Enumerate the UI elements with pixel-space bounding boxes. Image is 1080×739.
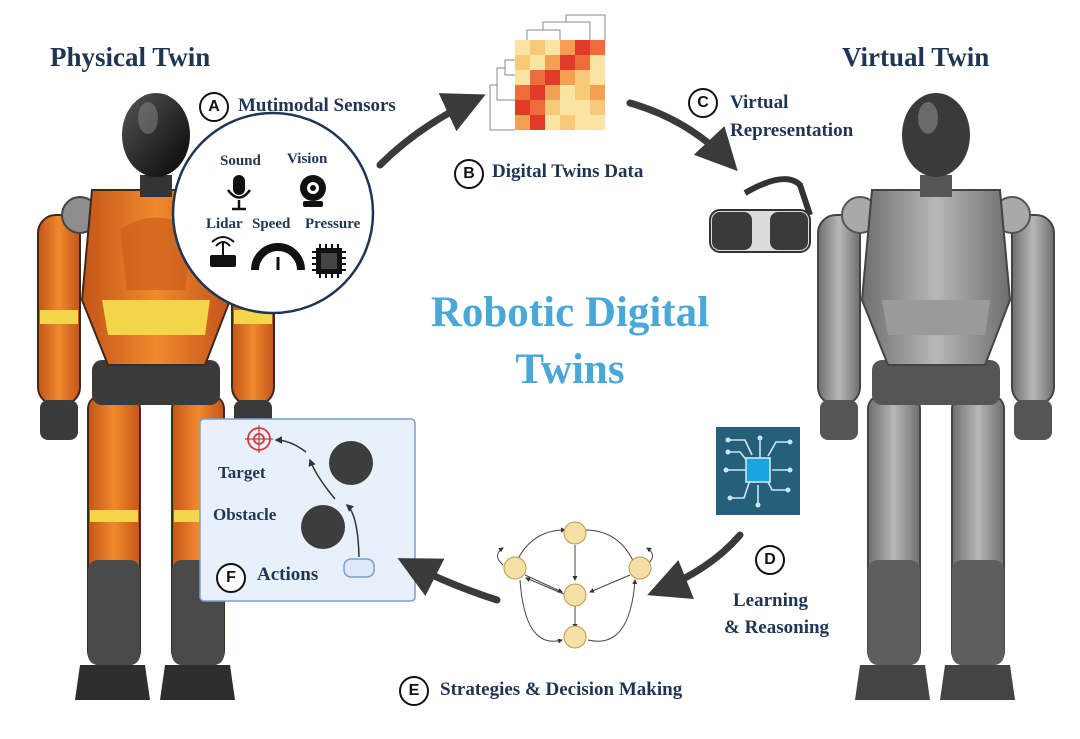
- arrow-b-to-c: [626, 99, 738, 172]
- badge-f: F: [216, 563, 246, 593]
- heatmap-cell: [590, 55, 605, 70]
- badge-d: D: [755, 545, 785, 575]
- ai-chip-icon: [716, 427, 800, 515]
- vr-headset-icon: [709, 176, 813, 253]
- heatmap-cell: [560, 100, 575, 115]
- heatmap-cell: [545, 85, 560, 100]
- physical-twin-title: Physical Twin: [50, 42, 211, 72]
- target-label: Target: [218, 463, 266, 482]
- obstacle-label: Obstacle: [213, 505, 277, 524]
- sensor-speed-label: Speed: [252, 216, 291, 232]
- center-title-line2: Twins: [515, 346, 625, 393]
- heatmap-cell: [575, 85, 590, 100]
- heatmap-cell: [530, 100, 545, 115]
- arrow-e-to-f: [397, 558, 501, 604]
- center-title-line1: Robotic Digital: [430, 289, 710, 336]
- heatmap-cell: [515, 40, 530, 55]
- heatmap-cell: [545, 40, 560, 55]
- step-d-label-line2: & Reasoning: [724, 617, 830, 638]
- heatmap-cell: [560, 40, 575, 55]
- step-c-label-line2: Representation: [730, 120, 854, 141]
- heatmap-cell: [545, 115, 560, 130]
- heatmap-cell: [530, 115, 545, 130]
- step-f-label: Actions: [257, 564, 319, 585]
- heatmap-cell: [575, 100, 590, 115]
- step-d-label-line1: Learning: [733, 590, 808, 611]
- chip-icon: [312, 244, 346, 278]
- heatmap-cell: [560, 115, 575, 130]
- heatmap-cell: [590, 85, 605, 100]
- heatmap-cell: [515, 55, 530, 70]
- heatmap-cell: [545, 100, 560, 115]
- heatmap-cell: [560, 85, 575, 100]
- microphone-icon: [226, 175, 252, 211]
- heatmap-cell: [530, 55, 545, 70]
- gauge-icon: [251, 243, 305, 271]
- heatmap-cell: [575, 115, 590, 130]
- step-a-label: Mutimodal Sensors: [238, 95, 396, 116]
- badge-b: B: [454, 159, 484, 189]
- heatmap-cell: [530, 70, 545, 85]
- arrow-d-to-e: [647, 531, 744, 600]
- heatmap-cell: [515, 70, 530, 85]
- heatmap-cell: [575, 40, 590, 55]
- cycle-arrows: [376, 93, 744, 604]
- heatmap-icon: [489, 14, 606, 131]
- heatmap-cell: [590, 40, 605, 55]
- heatmap-cell: [590, 115, 605, 130]
- virtual-twin-title: Virtual Twin: [842, 42, 990, 72]
- heatmap-cell: [560, 55, 575, 70]
- heatmap-cell: [590, 100, 605, 115]
- webcam-icon: [300, 175, 326, 207]
- heatmap-cell: [560, 70, 575, 85]
- heatmap-cell: [575, 55, 590, 70]
- badge-c: C: [688, 88, 718, 118]
- arrow-a-to-b: [376, 93, 486, 169]
- heatmap-cell: [515, 85, 530, 100]
- sensor-lidar-label: Lidar: [206, 216, 243, 232]
- step-b-label: Digital Twins Data: [492, 161, 644, 182]
- badge-a: A: [199, 92, 229, 122]
- heatmap-cell: [530, 40, 545, 55]
- state-machine-graph: [497, 521, 653, 649]
- router-icon: [210, 236, 236, 267]
- step-c-label-line1: Virtual: [730, 92, 789, 113]
- step-e-label: Strategies & Decision Making: [440, 679, 683, 700]
- heatmap-cell: [515, 115, 530, 130]
- heatmap-cell: [530, 85, 545, 100]
- virtual-robot: [817, 93, 1055, 700]
- target-icon: [245, 425, 273, 453]
- sensor-pressure-label: Pressure: [305, 216, 361, 232]
- heatmap-cell: [590, 70, 605, 85]
- heatmap-cell: [545, 55, 560, 70]
- heatmap-cell: [545, 70, 560, 85]
- badge-e: E: [399, 676, 429, 706]
- heatmap-cell: [575, 70, 590, 85]
- sensor-circle: [171, 111, 375, 315]
- sensor-vision-label: Vision: [287, 151, 328, 167]
- sensor-sound-label: Sound: [220, 153, 261, 169]
- heatmap-cell: [515, 100, 530, 115]
- actions-panel: [199, 418, 416, 602]
